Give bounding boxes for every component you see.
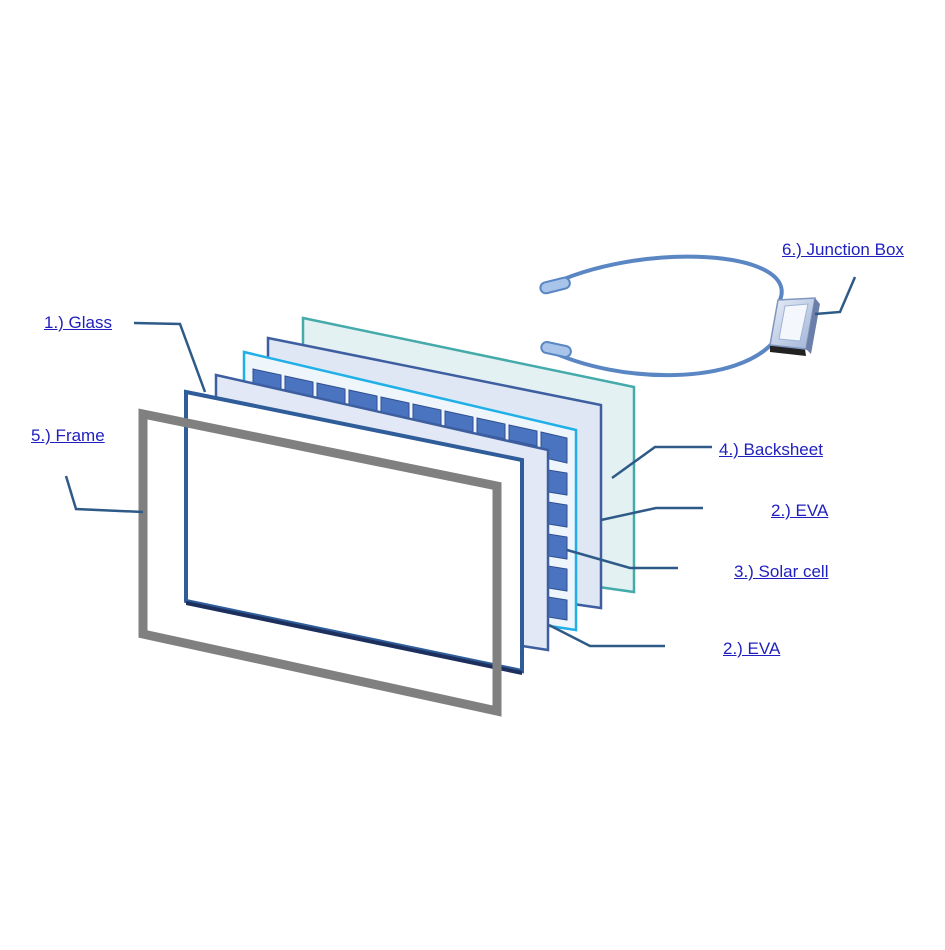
leader-glass xyxy=(133,321,207,393)
cable-connector-bottom xyxy=(540,341,572,358)
label-frame[interactable]: 5.) Frame xyxy=(31,426,105,445)
leader-solar-cell xyxy=(566,548,678,570)
label-backsheet[interactable]: 4.) Backsheet xyxy=(719,440,823,459)
label-glass[interactable]: 1.) Glass xyxy=(44,313,113,332)
junction-box xyxy=(769,297,820,356)
cable-connector-top xyxy=(539,276,571,295)
leader-junction-box xyxy=(814,276,857,316)
label-eva-bottom[interactable]: 2.) EVA xyxy=(723,639,781,658)
label-solar-cell[interactable]: 3.) Solar cell xyxy=(734,562,829,581)
junction-box-cable-lower xyxy=(547,338,777,378)
leader-backsheet xyxy=(611,445,712,480)
leader-lines xyxy=(64,276,857,648)
leader-eva-top xyxy=(600,506,703,522)
label-eva-top[interactable]: 2.) EVA xyxy=(771,501,829,520)
leader-frame xyxy=(64,475,144,514)
junction-box-cable xyxy=(545,254,784,301)
glass-bottom-edge xyxy=(186,601,522,675)
leader-eva-bottom xyxy=(548,623,665,648)
aluminum-frame xyxy=(138,408,502,717)
label-junction-box[interactable]: 6.) Junction Box xyxy=(782,240,904,259)
